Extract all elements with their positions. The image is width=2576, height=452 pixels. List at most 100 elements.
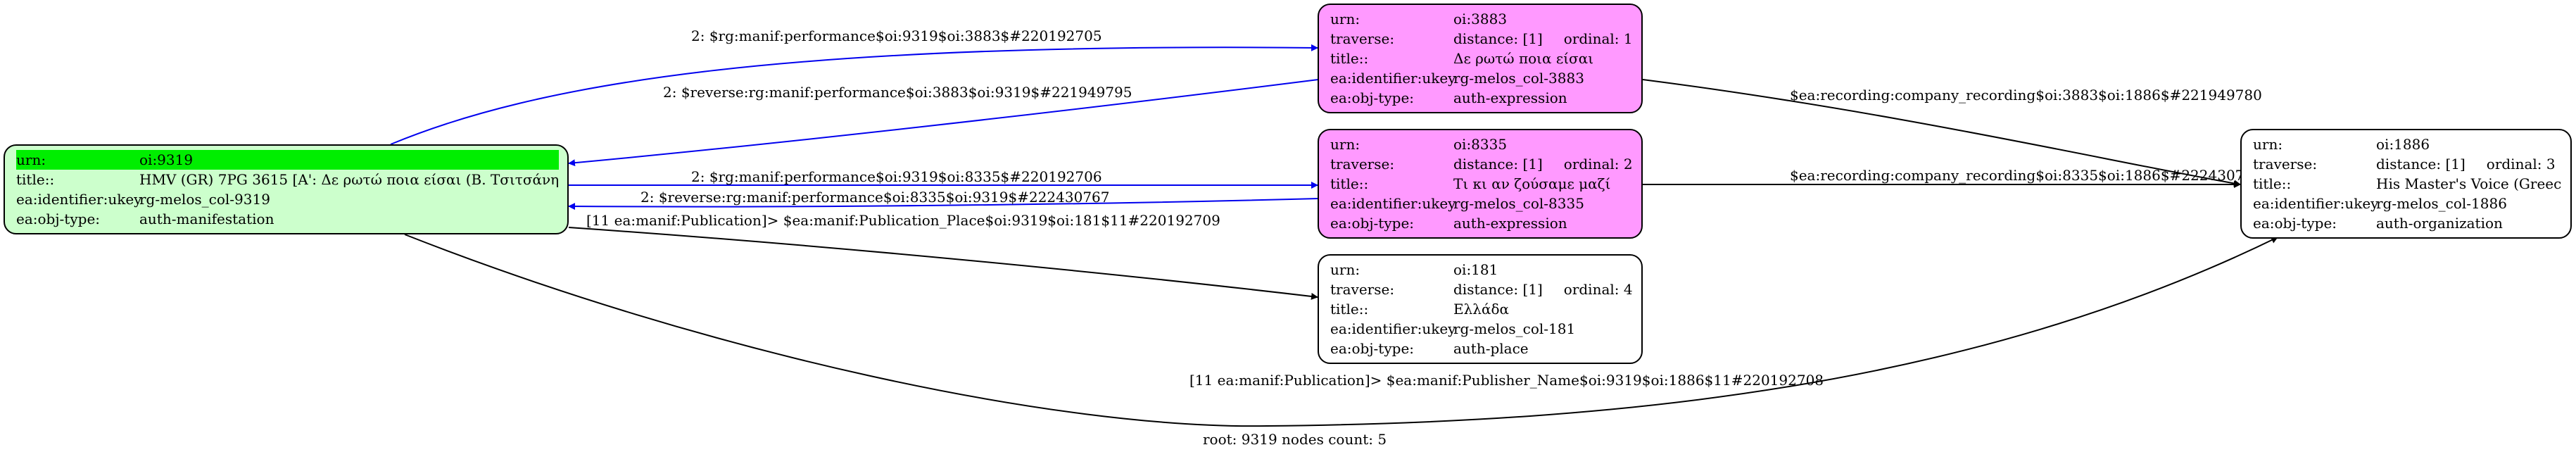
node-type-row: ea:obj-type: auth-manifestation bbox=[16, 209, 559, 229]
edge-label-9319-to-8335: 2: $rg:manif:performance$oi:9319$oi:8335… bbox=[691, 168, 1102, 185]
ordinal-value: ordinal: 2 bbox=[1563, 156, 1633, 172]
field-key: ea:identifier:ukey bbox=[16, 191, 142, 208]
field-value-urn: oi:3883 bbox=[1453, 11, 1508, 27]
field-key: ea:obj-type: bbox=[1330, 215, 1415, 232]
field-value-type: auth-expression bbox=[1453, 215, 1567, 232]
node-title-row: title:: Τι κι αν ζούσαμε μαζί bbox=[1330, 174, 1633, 194]
node-urn-row: urn: oi:1886 bbox=[2253, 134, 2562, 154]
field-key: title:: bbox=[1330, 50, 1369, 67]
edge-label-3883-to-9319: 2: $reverse:rg:manif:performance$oi:3883… bbox=[663, 84, 1132, 101]
field-value-ukey: rg-melos_col-9319 bbox=[139, 191, 270, 208]
node-ukey-row: ea:identifier:ukey rg-melos_col-181 bbox=[1330, 319, 1633, 339]
field-key: title:: bbox=[16, 171, 55, 188]
field-value-urn: oi:181 bbox=[1453, 261, 1498, 278]
node-oi-8335[interactable]: urn: oi:8335 traverse: distance: [1] ordi… bbox=[1318, 129, 1643, 239]
field-value-title: Τι κι αν ζούσαμε μαζί bbox=[1453, 175, 1611, 192]
node-type-row: ea:obj-type: auth-expression bbox=[1330, 88, 1633, 108]
field-value-traverse: distance: [1] ordinal: 2 bbox=[1453, 154, 1633, 174]
field-value-type: auth-manifestation bbox=[139, 211, 274, 227]
field-key: ea:identifier:ukey bbox=[1330, 320, 1456, 337]
field-key: title:: bbox=[1330, 175, 1369, 192]
edge-label-3883-to-1886: $ea:recording:company_recording$oi:3883$… bbox=[1790, 87, 2262, 103]
field-key: urn: bbox=[1330, 261, 1360, 278]
node-urn-row: urn: oi:8335 bbox=[1330, 134, 1633, 154]
field-value-traverse: distance: [1] ordinal: 1 bbox=[1453, 29, 1633, 49]
field-key: traverse: bbox=[1330, 156, 1395, 172]
field-key: ea:identifier:ukey bbox=[1330, 195, 1456, 212]
field-value-type: auth-organization bbox=[2376, 215, 2503, 232]
field-value-type: auth-expression bbox=[1453, 89, 1567, 106]
field-value-ukey: rg-melos_col-181 bbox=[1453, 320, 1576, 337]
distance-value: distance: [1] bbox=[1453, 156, 1543, 172]
field-value-title: Ελλάδα bbox=[1453, 301, 1510, 318]
ordinal-value: ordinal: 1 bbox=[1563, 30, 1633, 47]
edge-label-8335-to-9319: 2: $reverse:rg:manif:performance$oi:8335… bbox=[640, 189, 1110, 206]
field-key: urn: bbox=[2253, 136, 2283, 153]
distance-value: distance: [1] bbox=[2376, 156, 2465, 172]
field-value-type: auth-place bbox=[1453, 340, 1529, 357]
node-urn-row: urn: oi:9319 bbox=[16, 150, 559, 170]
node-oi-181[interactable]: urn: oi:181 traverse: distance: [1] ordin… bbox=[1318, 254, 1643, 364]
field-value-title: HMV (GR) 7PG 3615 [A': Δε ρωτώ ποια είσα… bbox=[139, 171, 559, 188]
node-ukey-row: ea:identifier:ukey rg-melos_col-8335 bbox=[1330, 194, 1633, 213]
field-key: ea:obj-type: bbox=[16, 211, 101, 227]
edge-8335-to-9319 bbox=[568, 198, 1319, 211]
field-key: ea:obj-type: bbox=[1330, 340, 1415, 357]
node-type-row: ea:obj-type: auth-place bbox=[1330, 339, 1633, 358]
distance-value: distance: [1] bbox=[1453, 30, 1543, 47]
field-value-traverse: distance: [1] ordinal: 4 bbox=[1453, 280, 1633, 299]
node-traverse-row: traverse: distance: [1] ordinal: 3 bbox=[2253, 154, 2562, 174]
field-value-ukey: rg-melos_col-8335 bbox=[1453, 195, 1584, 212]
node-title-row: title:: His Master's Voice (Greece) bbox=[2253, 174, 2562, 194]
node-ukey-row: ea:identifier:ukey rg-melos_col-1886 bbox=[2253, 194, 2562, 213]
node-oi-9319[interactable]: urn: oi:9319 title:: HMV (GR) 7PG 3615 [… bbox=[4, 144, 569, 234]
edge-3883-to-1886 bbox=[1642, 79, 2241, 187]
edge-9319-to-1886 bbox=[404, 234, 2278, 427]
field-value-urn: oi:1886 bbox=[2376, 136, 2430, 153]
field-key: traverse: bbox=[1330, 281, 1395, 298]
field-value-traverse: distance: [1] ordinal: 3 bbox=[2376, 154, 2562, 174]
field-key: ea:identifier:ukey bbox=[2253, 195, 2379, 212]
node-title-row: title:: Δε ρωτώ ποια είσαι bbox=[1330, 49, 1633, 68]
node-type-row: ea:obj-type: auth-organization bbox=[2253, 213, 2562, 233]
edge-9319-to-3883 bbox=[390, 44, 1318, 145]
node-ukey-row: ea:identifier:ukey rg-melos_col-9319 bbox=[16, 189, 559, 209]
ordinal-value: ordinal: 4 bbox=[1563, 281, 1633, 298]
edge-label-9319-to-3883: 2: $rg:manif:performance$oi:9319$oi:3883… bbox=[691, 27, 1102, 44]
graph-footer: root: 9319 nodes count: 5 bbox=[1203, 431, 1387, 448]
ordinal-value: ordinal: 3 bbox=[2486, 156, 2556, 172]
edge-3883-to-9319 bbox=[568, 79, 1319, 167]
field-value-ukey: rg-melos_col-3883 bbox=[1453, 70, 1584, 87]
edge-label-8335-to-1886: $ea:recording:company_recording$oi:8335$… bbox=[1790, 167, 2262, 184]
node-title-row: title:: HMV (GR) 7PG 3615 [A': Δε ρωτώ π… bbox=[16, 170, 559, 189]
edge-label-9319-to-181: [11 ea:manif:Publication]> $ea:manif:Pub… bbox=[586, 212, 1220, 229]
node-urn-row: urn: oi:3883 bbox=[1330, 9, 1633, 29]
field-value-title: Δε ρωτώ ποια είσαι bbox=[1453, 50, 1594, 67]
field-value-ukey: rg-melos_col-1886 bbox=[2376, 195, 2507, 212]
field-key: urn: bbox=[1330, 136, 1360, 153]
node-urn-row: urn: oi:181 bbox=[1330, 260, 1633, 280]
field-key: urn: bbox=[1330, 11, 1360, 27]
node-traverse-row: traverse: distance: [1] ordinal: 1 bbox=[1330, 29, 1633, 49]
field-key: traverse: bbox=[1330, 30, 1395, 47]
field-key: ea:obj-type: bbox=[2253, 215, 2337, 232]
node-ukey-row: ea:identifier:ukey rg-melos_col-3883 bbox=[1330, 68, 1633, 88]
field-value-title: His Master's Voice (Greece) bbox=[2376, 175, 2562, 192]
node-oi-3883[interactable]: urn: oi:3883 traverse: distance: [1] ordi… bbox=[1318, 4, 1643, 113]
field-key: traverse: bbox=[2253, 156, 2318, 172]
node-traverse-row: traverse: distance: [1] ordinal: 4 bbox=[1330, 280, 1633, 299]
node-type-row: ea:obj-type: auth-expression bbox=[1330, 213, 1633, 233]
node-title-row: title:: Ελλάδα bbox=[1330, 299, 1633, 319]
field-key: ea:obj-type: bbox=[1330, 89, 1415, 106]
field-key: title:: bbox=[1330, 301, 1369, 318]
edge-label-9319-to-1886: [11 ea:manif:Publication]> $ea:manif:Pub… bbox=[1189, 372, 1824, 389]
field-value-urn: oi:9319 bbox=[139, 151, 194, 168]
field-key: title:: bbox=[2253, 175, 2292, 192]
distance-value: distance: [1] bbox=[1453, 281, 1543, 298]
field-key: urn: bbox=[16, 151, 46, 168]
node-traverse-row: traverse: distance: [1] ordinal: 2 bbox=[1330, 154, 1633, 174]
field-key: ea:identifier:ukey bbox=[1330, 70, 1456, 87]
node-oi-1886[interactable]: urn: oi:1886 traverse: distance: [1] ordi… bbox=[2240, 129, 2572, 239]
field-value-urn: oi:8335 bbox=[1453, 136, 1508, 153]
